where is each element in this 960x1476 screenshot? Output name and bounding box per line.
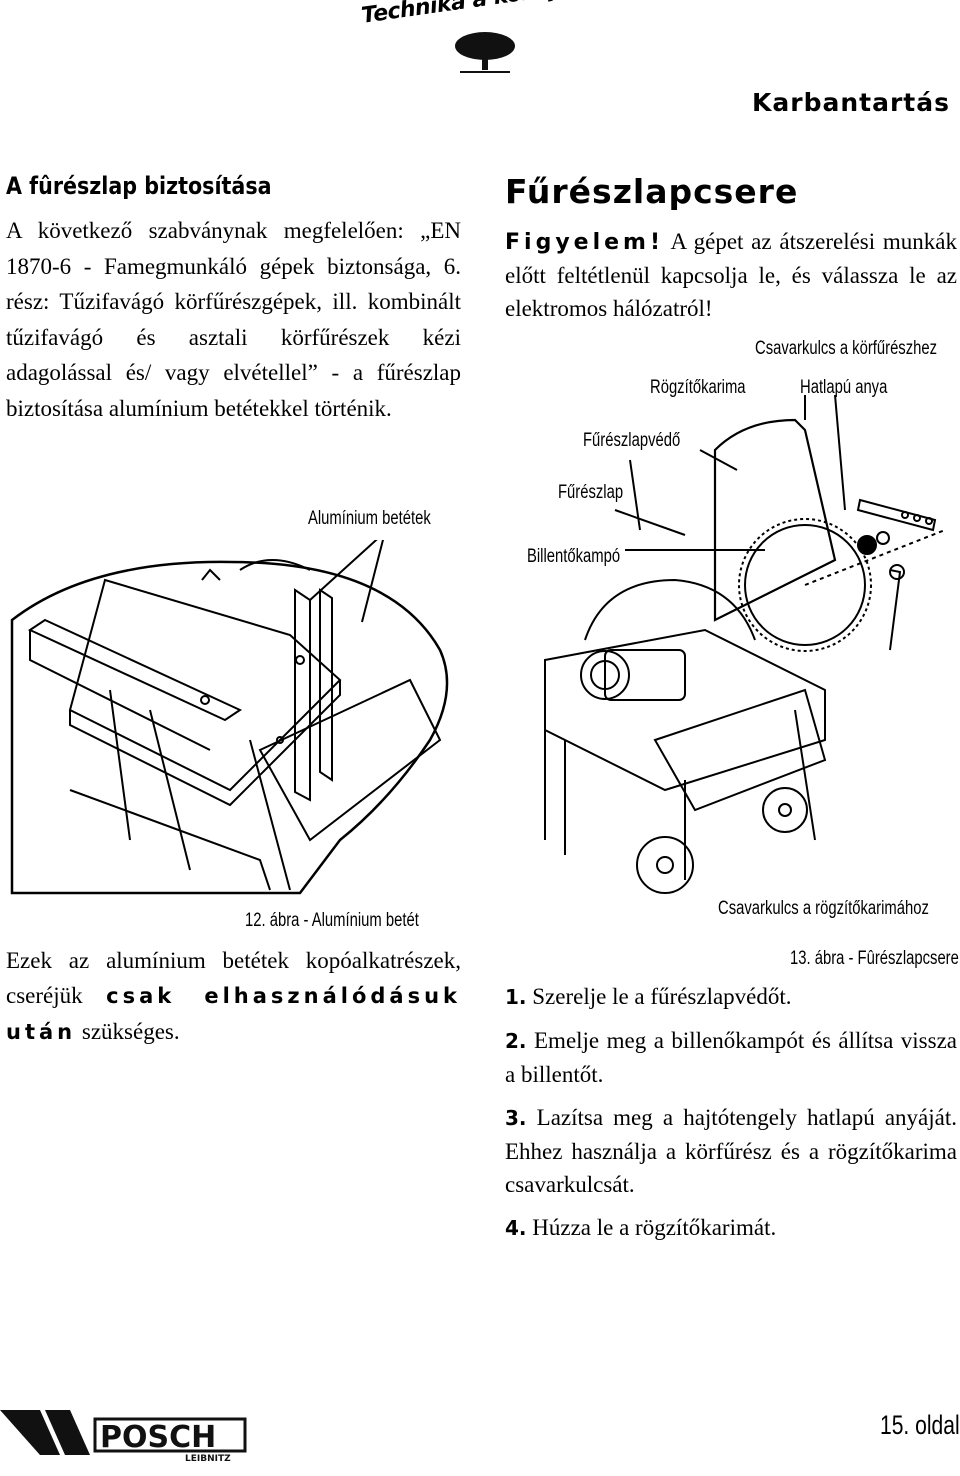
aluminium-insert-figure bbox=[10, 540, 449, 895]
step-number: 2. bbox=[505, 1029, 527, 1053]
label-wrench-blade: Csavarkulcs a körfűrészhez bbox=[755, 338, 938, 359]
step-item: 4. Húzza le a rögzítőkarimát. bbox=[505, 1211, 957, 1245]
warning-word: Figyelem! bbox=[505, 230, 664, 255]
section-title: Karbantartás bbox=[752, 88, 950, 117]
page-number: 15. oldal bbox=[880, 1410, 960, 1440]
step-number: 4. bbox=[505, 1216, 527, 1240]
logo-text: POSCH bbox=[100, 1420, 216, 1455]
figure-12-caption: 12. ábra - Alumínium betét bbox=[245, 910, 419, 931]
label-wrench-flange: Csavarkulcs a rögzítőkarimához bbox=[718, 898, 929, 919]
note-emphasis: csak elhasználódásuk után bbox=[6, 984, 461, 1044]
step-item: 2. Emelje meg a billenőkampót és állítsa… bbox=[505, 1024, 957, 1091]
left-heading: A fûrészlap biztosítása bbox=[6, 172, 272, 200]
step-item: 3. Lazítsa meg a hajtótengely hatlapú an… bbox=[505, 1101, 957, 1201]
logo-mark-icon bbox=[0, 1410, 60, 1455]
step-number: 3. bbox=[505, 1106, 527, 1130]
warning-text: A gépet az átszerelési munkák előtt felt… bbox=[505, 229, 957, 321]
left-note: Ezek az alumínium betétek kopóalkatrésze… bbox=[6, 943, 461, 1050]
logo-subtext: LEIBNITZ bbox=[185, 1454, 231, 1464]
warning-paragraph: Figyelem! A gépet az átszerelési munkák … bbox=[505, 225, 957, 325]
figure-13-caption: 13. ábra - Fûrészlapcsere - E bbox=[790, 948, 960, 969]
step-text: Emelje meg a billenőkampót és állítsa vi… bbox=[505, 1028, 958, 1087]
left-paragraph: A következő szabványnak megfelelően: „EN… bbox=[6, 218, 461, 421]
step-text: Húzza le a rögzítőkarimát. bbox=[532, 1215, 777, 1240]
steps-list: 1. Szerelje le a fűrészlapvédőt. 2. Emel… bbox=[505, 980, 957, 1255]
label-flange: Rögzítőkarima bbox=[650, 377, 746, 398]
right-heading: Fűrészlapcsere bbox=[505, 172, 799, 211]
note-start: Ezek az alumínium betétek kopóalkatrésze… bbox=[6, 948, 461, 1008]
label-guard: Fűrészlapvédő bbox=[583, 430, 681, 451]
note-end: szükséges. bbox=[81, 1019, 180, 1044]
step-number: 1. bbox=[505, 985, 527, 1009]
step-text: Szerelje le a fűrészlapvédőt. bbox=[532, 984, 792, 1009]
tree-logo-icon bbox=[455, 32, 515, 73]
label-hook: Billentőkampó bbox=[527, 546, 621, 567]
label-blade: Fűrészlap bbox=[558, 482, 624, 503]
blade-change-figure bbox=[544, 394, 946, 894]
brand-slogan: Technika a környezetünkért bbox=[360, 0, 690, 29]
label-aluminium-inserts: Alumínium betétek bbox=[308, 508, 431, 529]
step-text: Lazítsa meg a hajtótengely hatlapú anyáj… bbox=[505, 1105, 957, 1197]
posch-logo: POSCH LEIBNITZ bbox=[0, 1410, 247, 1464]
label-hex-nut: Hatlapú anya bbox=[800, 377, 888, 398]
step-item: 1. Szerelje le a fűrészlapvédőt. bbox=[505, 980, 957, 1014]
